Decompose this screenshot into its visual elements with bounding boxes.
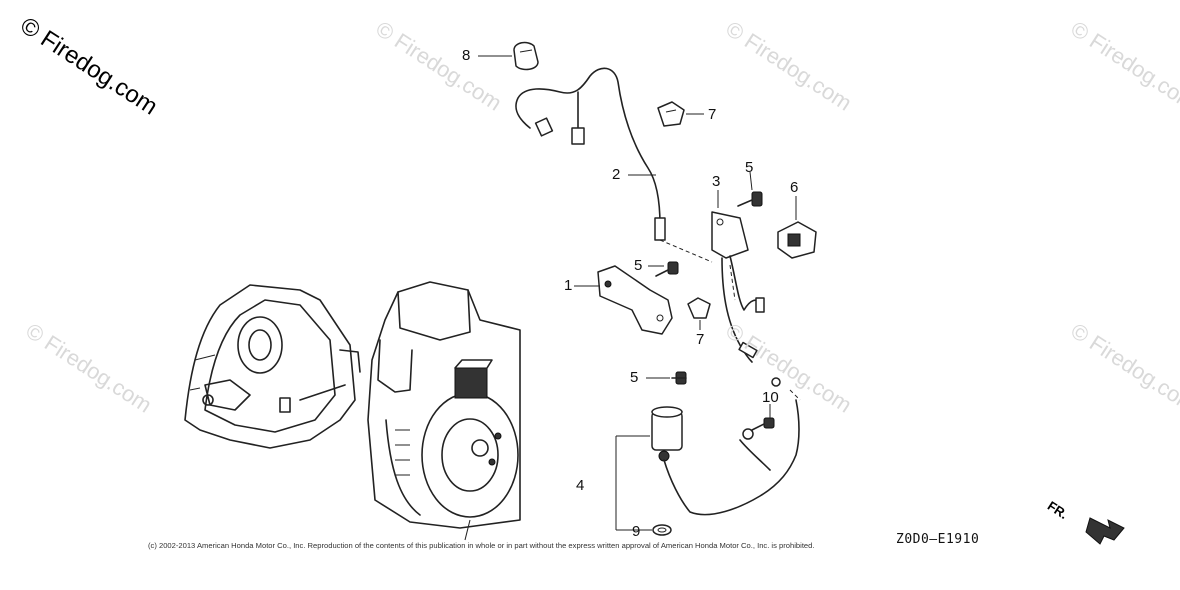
- crankcase-cover-illustration: [184, 284, 361, 449]
- oil-level-switch-illustration: [651, 377, 800, 516]
- front-direction-arrow-icon: [1085, 517, 1125, 545]
- engine-block-illustration: [367, 281, 521, 541]
- callout-9: 9: [632, 523, 641, 540]
- callout-4: 4: [576, 477, 585, 494]
- ground-bolt-illustration: [751, 417, 775, 431]
- callout-3: 3: [712, 173, 721, 190]
- wire-clip-illustration-mid: [687, 297, 711, 319]
- callout-6: 6: [790, 179, 799, 196]
- callout-5-top: 5: [745, 159, 754, 176]
- callout-2: 2: [612, 166, 621, 183]
- callout-10: 10: [762, 389, 779, 406]
- callout-1: 1: [564, 277, 573, 294]
- bracket-illustration: [597, 265, 673, 335]
- wire-clip-illustration-top: [657, 101, 685, 127]
- callout-7-mid: 7: [696, 331, 705, 348]
- bolt-illustration-top: [737, 191, 763, 207]
- wire-harness-illustration: [515, 67, 666, 241]
- grommet-illustration: [513, 41, 539, 71]
- diagram-code: Z0D0—E1910: [896, 532, 980, 547]
- callout-5-mid: 5: [634, 257, 643, 274]
- lamp-holder-illustration: [777, 221, 817, 259]
- copyright-notice: (c) 2002-2013 American Honda Motor Co., …: [148, 541, 815, 550]
- oil-alert-unit-illustration: [711, 211, 765, 363]
- bolt-illustration-mid: [655, 261, 679, 277]
- bolt-illustration-low: [671, 371, 687, 385]
- callout-7-top: 7: [708, 106, 717, 123]
- callout-5-low: 5: [630, 369, 639, 386]
- washer-illustration: [652, 524, 672, 536]
- callout-8: 8: [462, 47, 471, 64]
